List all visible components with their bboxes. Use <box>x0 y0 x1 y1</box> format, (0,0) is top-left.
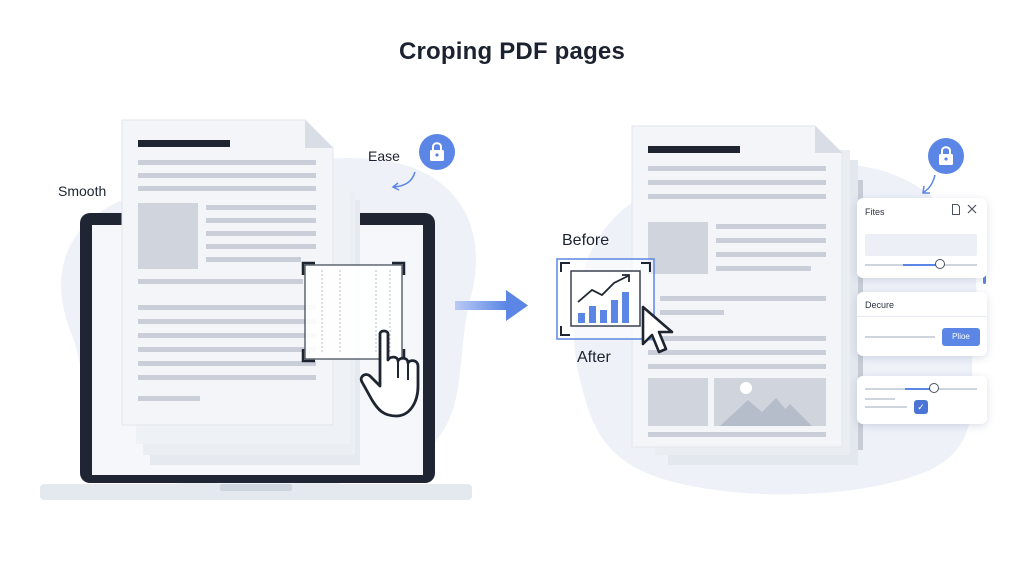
laptop-base <box>40 484 472 500</box>
place-button[interactable]: Plioe <box>942 328 980 346</box>
doc-image-placeholder <box>138 203 198 269</box>
after-label: After <box>577 349 611 366</box>
left-scene <box>40 119 477 500</box>
close-icon[interactable] <box>967 204 977 218</box>
ease-label: Ease <box>368 148 400 164</box>
filter-preview-field[interactable] <box>865 234 977 256</box>
image-icon <box>714 378 826 426</box>
filters-panel-title: Fites <box>865 207 885 217</box>
page-title: Croping PDF pages <box>398 38 626 65</box>
doc-icon[interactable] <box>951 204 961 219</box>
adjust-line-2 <box>865 406 907 408</box>
lock-icon <box>419 134 455 170</box>
transition-arrow <box>455 290 528 321</box>
doc-text-lines <box>138 160 316 401</box>
adjust-panel: ✓ <box>857 376 987 424</box>
adjust-slider[interactable] <box>865 383 977 393</box>
right-document <box>631 125 843 448</box>
cropped-chart-thumbnail[interactable] <box>556 258 655 340</box>
decrease-panel-title: Decure <box>865 300 895 310</box>
adjust-slider-thumb[interactable] <box>929 383 939 393</box>
doc-image-placeholder-2 <box>648 378 708 426</box>
doc-heading-bar <box>648 146 740 153</box>
left-document <box>121 119 334 426</box>
ease-pointer-arrow <box>393 171 416 188</box>
before-label: Before <box>562 232 610 249</box>
adjust-line <box>865 398 895 400</box>
doc-heading-bar <box>138 140 230 147</box>
doc-image-placeholder <box>648 222 708 274</box>
lock-icon <box>928 138 964 174</box>
filters-panel: Fites <box>857 198 987 278</box>
decrease-slider[interactable] <box>865 336 935 338</box>
arrow-pointer-icon <box>641 305 674 354</box>
laptop-notch <box>220 484 292 491</box>
chart-icon <box>570 270 641 327</box>
doc-text-lines <box>648 166 826 437</box>
filter-slider[interactable] <box>865 259 977 269</box>
decrease-panel: Decure Plioe <box>857 292 987 356</box>
check-icon[interactable]: ✓ <box>914 400 928 414</box>
filter-slider-thumb[interactable] <box>935 259 945 269</box>
hand-cursor-icon <box>359 329 420 418</box>
smooth-label: Smooth <box>58 183 107 199</box>
